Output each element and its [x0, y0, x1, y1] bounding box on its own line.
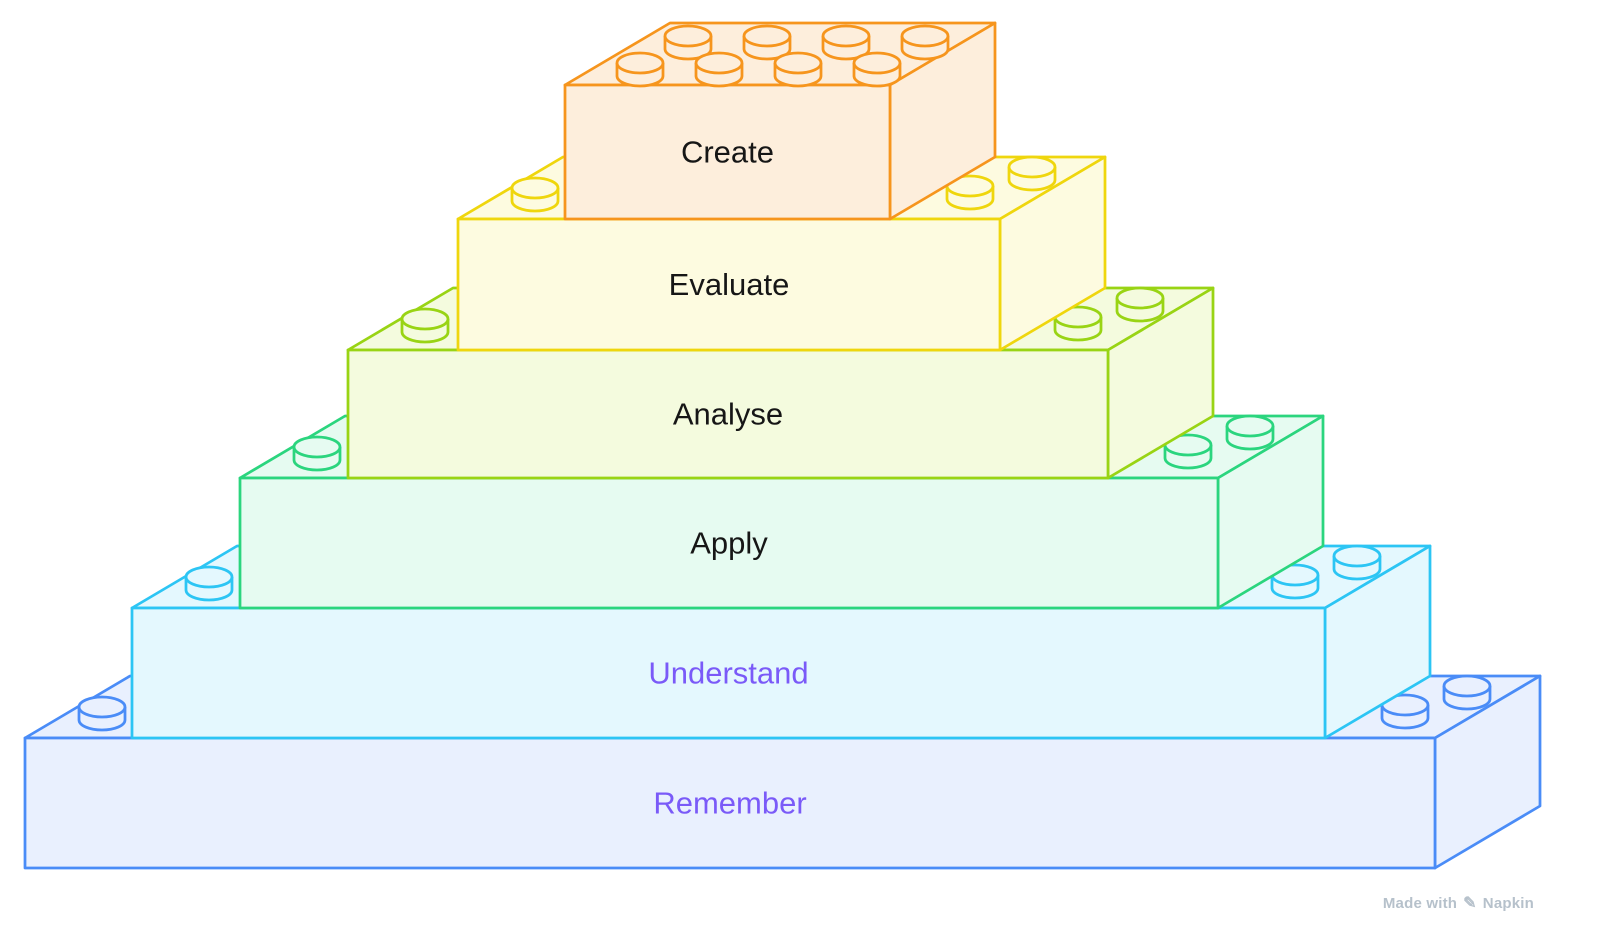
watermark-brand: Napkin: [1482, 895, 1534, 912]
brick-label: Analyse: [673, 397, 783, 432]
lego-stud: [184, 565, 234, 602]
lego-stud: [742, 24, 792, 61]
watermark-text: Made with: [1382, 895, 1458, 912]
lego-stud: [615, 51, 665, 88]
lego-stud: [1163, 433, 1213, 470]
brick-label: Remember: [653, 786, 806, 821]
lego-stud: [1115, 286, 1165, 323]
lego-stud: [694, 51, 744, 88]
lego-stud: [510, 176, 560, 213]
lego-stud: [1053, 305, 1103, 342]
lego-stud: [900, 24, 950, 61]
lego-stud: [1442, 674, 1492, 711]
brick-label: Create: [681, 135, 774, 170]
brick-front-face: [563, 83, 892, 221]
lego-stud: [852, 51, 902, 88]
brick-label: Apply: [690, 526, 768, 561]
brick-label: Evaluate: [669, 267, 790, 302]
napkin-watermark: Made with ✎ Napkin: [1383, 895, 1534, 912]
lego-stud: [773, 51, 823, 88]
lego-stud: [663, 24, 713, 61]
lego-stud: [400, 307, 450, 344]
lego-stud: [945, 174, 995, 211]
lego-stud: [1225, 414, 1275, 451]
lego-stud: [1332, 544, 1382, 581]
brick-label: Understand: [648, 656, 808, 691]
lego-stud: [1007, 155, 1057, 192]
lego-stud: [292, 435, 342, 472]
lego-stud: [77, 695, 127, 732]
brick-create: Create: [563, 21, 997, 221]
napkin-pen-icon: ✎: [1463, 894, 1477, 912]
lego-stud: [821, 24, 871, 61]
